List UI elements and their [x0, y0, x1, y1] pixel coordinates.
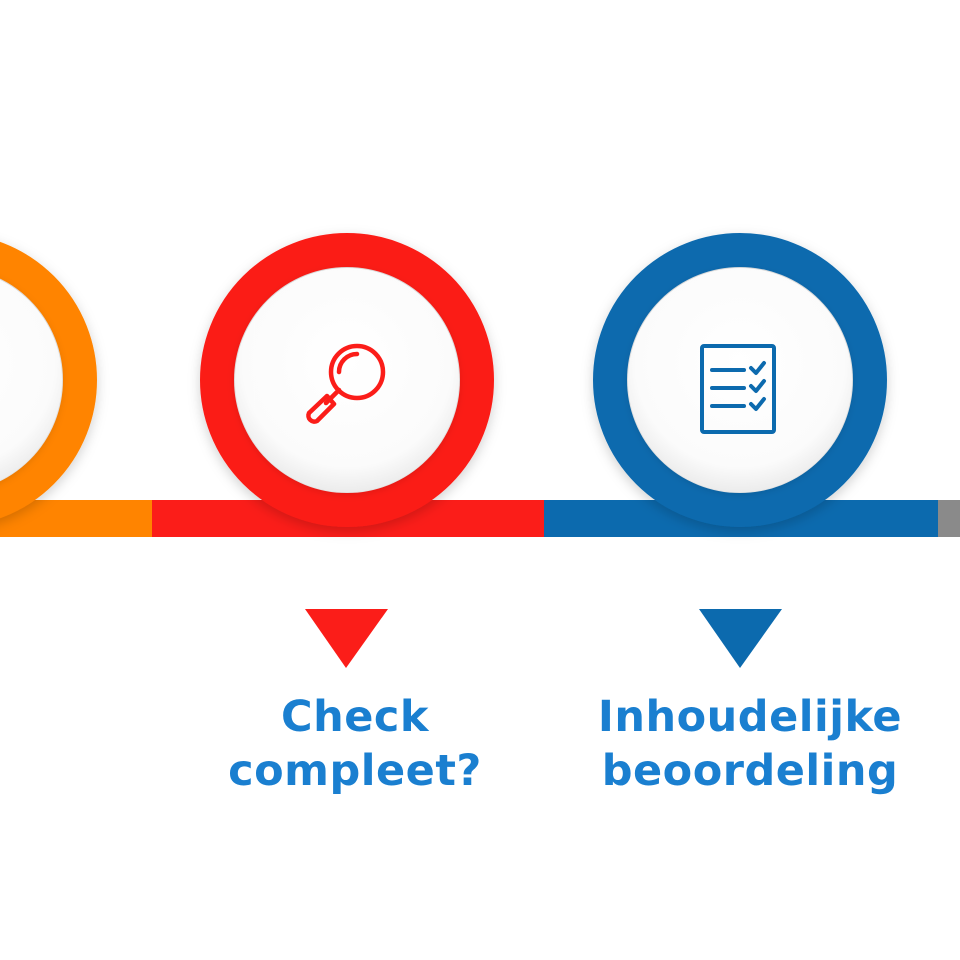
- step-1-ring: [0, 241, 97, 519]
- step-2-ring: [200, 233, 494, 527]
- bar-segment-step-4: [938, 500, 960, 537]
- step-2-pointer-icon: [305, 609, 388, 668]
- checklist-icon: [700, 344, 776, 434]
- step-3-label-line-1: Inhoudelijke: [597, 692, 903, 742]
- step-3-pointer-icon: [699, 609, 782, 668]
- step-2-label: Check compleet?: [205, 690, 505, 798]
- step-3-label-line-2: beoordeling: [601, 746, 899, 796]
- step-2-label-line-2: compleet?: [228, 746, 482, 796]
- step-2-label-line-1: Check: [281, 692, 429, 742]
- step-3-label: Inhoudelijke beoordeling: [560, 690, 940, 798]
- step-1-label-line-1: aag: [0, 690, 90, 744]
- step-3-ring: [593, 233, 887, 527]
- magnifier-icon: [306, 343, 386, 424]
- step-1-label-line-2: en: [0, 744, 90, 798]
- step-1-label: aag en: [0, 690, 90, 798]
